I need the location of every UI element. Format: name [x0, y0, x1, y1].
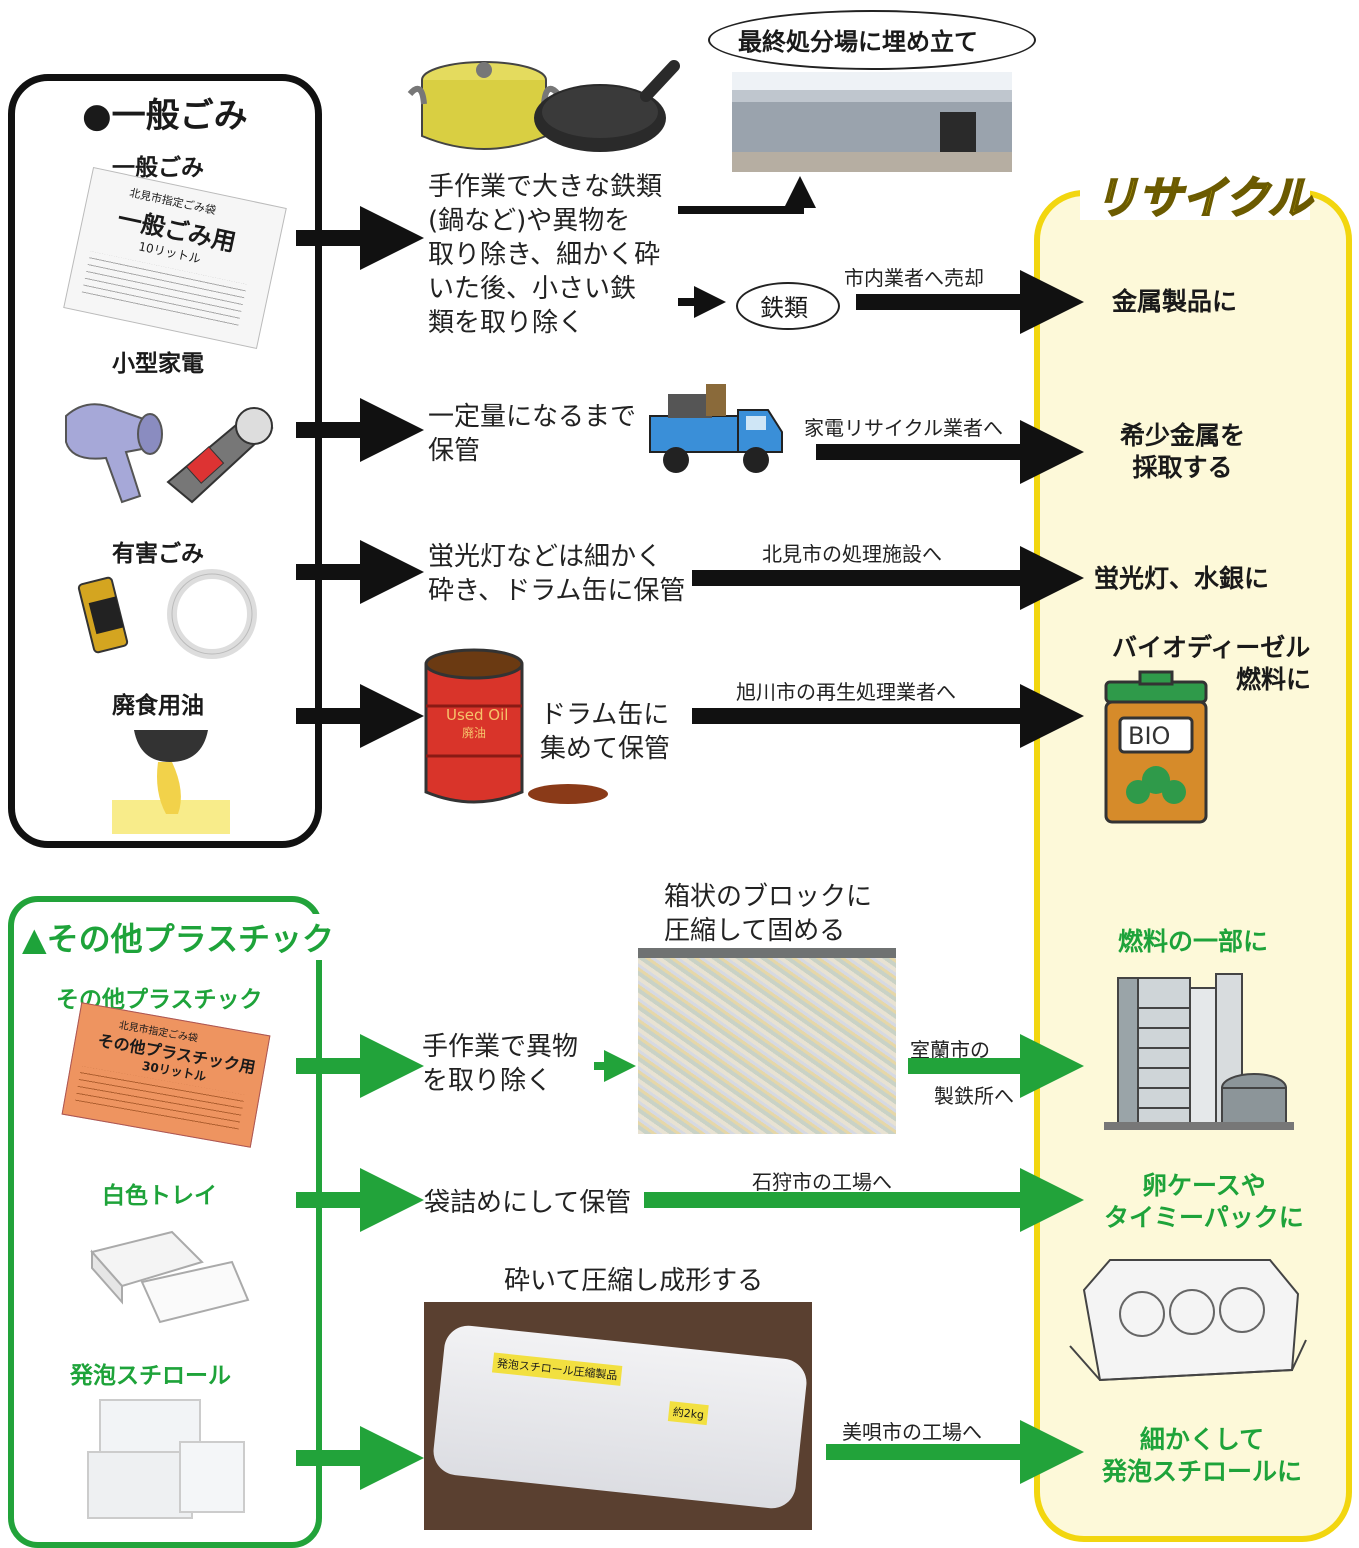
result-egg: 卵ケースや タイミーパックに [1104, 1170, 1304, 1234]
recycle-title: リサイクル [1080, 160, 1313, 225]
block-caption: 箱状のブロックに 圧縮して固める [664, 880, 872, 948]
process-hazard: 蛍光灯などは細かく 砕き、ドラム缶に保管 [428, 540, 685, 608]
route-foam: 美唄市の工場へ [842, 1420, 982, 1444]
result-foam: 細かくして 発泡スチロールに [1102, 1424, 1302, 1488]
landfill-door [940, 112, 976, 152]
oil-drum-label-line2: 廃油 [462, 726, 487, 740]
process-general: 手作業で大きな鉄類 (鍋など)や異物を 取り除き、細かく砕 いた後、小さい鉄 類… [428, 170, 668, 340]
result-rare-line2: 採取する [1132, 453, 1233, 482]
tray-icon [90, 1230, 250, 1324]
result-bio: バイオディーゼル 燃料に [1112, 632, 1311, 696]
general-garbage-box [8, 74, 322, 848]
foam-icon [87, 1399, 245, 1519]
oil-drum-label-line1: Used Oil [446, 706, 509, 724]
category-appliance: 小型家電 [112, 351, 204, 377]
process-hazard-line2: 砕き、ドラム缶に保管 [428, 576, 686, 606]
arrow-to-landfill [678, 176, 816, 214]
route-oil: 旭川市の再生処理業者へ [736, 680, 956, 704]
category-foam: 発泡スチロール [70, 1363, 231, 1389]
process-plastic: 手作業で異物 を取り除く [422, 1030, 578, 1098]
oil-pan-icon [112, 730, 230, 834]
process-oil-line2: 集めて保管 [540, 734, 671, 764]
general-title: ●一般ごみ [78, 88, 252, 137]
route-appliance: 家電リサイクル業者へ [804, 416, 1003, 440]
category-oil: 廃食用油 [112, 693, 204, 719]
appliance-icon [65, 403, 274, 504]
result-bio-line2: 燃料に [1236, 665, 1312, 694]
process-general-line1: 手作業で大きな鉄類 [428, 172, 663, 202]
egg-case-icon [1069, 1259, 1307, 1382]
process-general-line3: 取り除き、細かく砕 [428, 240, 661, 270]
result-egg-line2: タイミーパックに [1104, 1203, 1304, 1232]
landfill-photo [732, 72, 1012, 172]
route-plastic-line2: 製鉄所へ [934, 1084, 1014, 1108]
process-oil-line1: ドラム缶に [540, 700, 670, 730]
result-egg-line1: 卵ケースや [1142, 1171, 1266, 1200]
block-photo [638, 948, 896, 1134]
process-oil: ドラム缶に 集めて保管 [540, 698, 670, 766]
iron-label: 鉄類 [760, 294, 808, 322]
process-general-line2: (鍋など)や異物を [428, 206, 631, 236]
process-general-line5: 類を取り除く [428, 308, 585, 338]
process-appliance: 一定量になるまで 保管 [428, 400, 636, 468]
foam-block-photo: 発泡スチロール圧縮製品 約2kg [424, 1302, 812, 1530]
result-metal: 金属製品に [1112, 287, 1238, 316]
process-hazard-line1: 蛍光灯などは細かく [428, 542, 663, 572]
process-plastic-line1: 手作業で異物 [422, 1032, 579, 1062]
hazardous-icon [77, 569, 257, 659]
result-fuel: 燃料の一部に [1118, 927, 1269, 956]
category-hazardous: 有害ごみ [112, 541, 204, 567]
result-lamp: 蛍光灯、水銀に [1094, 564, 1270, 593]
bio-tank-icon [1104, 670, 1208, 824]
result-rare-line1: 希少金属を [1120, 421, 1246, 450]
process-appliance-line1: 一定量になるまで [428, 402, 637, 432]
iron-ellipse [736, 282, 840, 330]
category-tray: 白色トレイ [102, 1183, 217, 1209]
process-general-line4: いた後、小さい鉄 [428, 274, 637, 304]
factory-icon [1104, 973, 1294, 1130]
landfill-ellipse [708, 10, 1036, 70]
route-iron-sale: 市内業者へ売却 [844, 266, 984, 290]
process-tray: 袋詰めにして保管 [424, 1188, 632, 1218]
result-rare: 希少金属を 採取する [1120, 420, 1245, 484]
bio-tank-label: BIO [1128, 722, 1171, 750]
process-appliance-line2: 保管 [428, 436, 481, 466]
result-foam-line1: 細かくして [1139, 1425, 1265, 1454]
process-plastic-line2: を取り除く [422, 1066, 553, 1096]
recycle-title-text: リサイクル [1093, 172, 1313, 225]
route-hazard: 北見市の処理施設へ [762, 542, 942, 566]
block-caption-line2: 圧縮して固める [664, 916, 846, 946]
landfill-label: 最終処分場に埋め立て [738, 28, 978, 56]
oil-drum-icon [424, 648, 608, 804]
truck-icon [649, 384, 783, 473]
result-foam-line2: 発泡スチロールに [1102, 1457, 1303, 1486]
route-tray: 石狩市の工場へ [752, 1170, 892, 1194]
result-bio-line1: バイオディーゼル [1112, 633, 1311, 662]
pot-and-pan-icon [407, 60, 680, 152]
plastic-title: ▲その他プラスチック [20, 914, 336, 960]
block-caption-line1: 箱状のブロックに [664, 882, 873, 912]
foam-caption: 砕いて圧縮し成形する [504, 1266, 764, 1296]
